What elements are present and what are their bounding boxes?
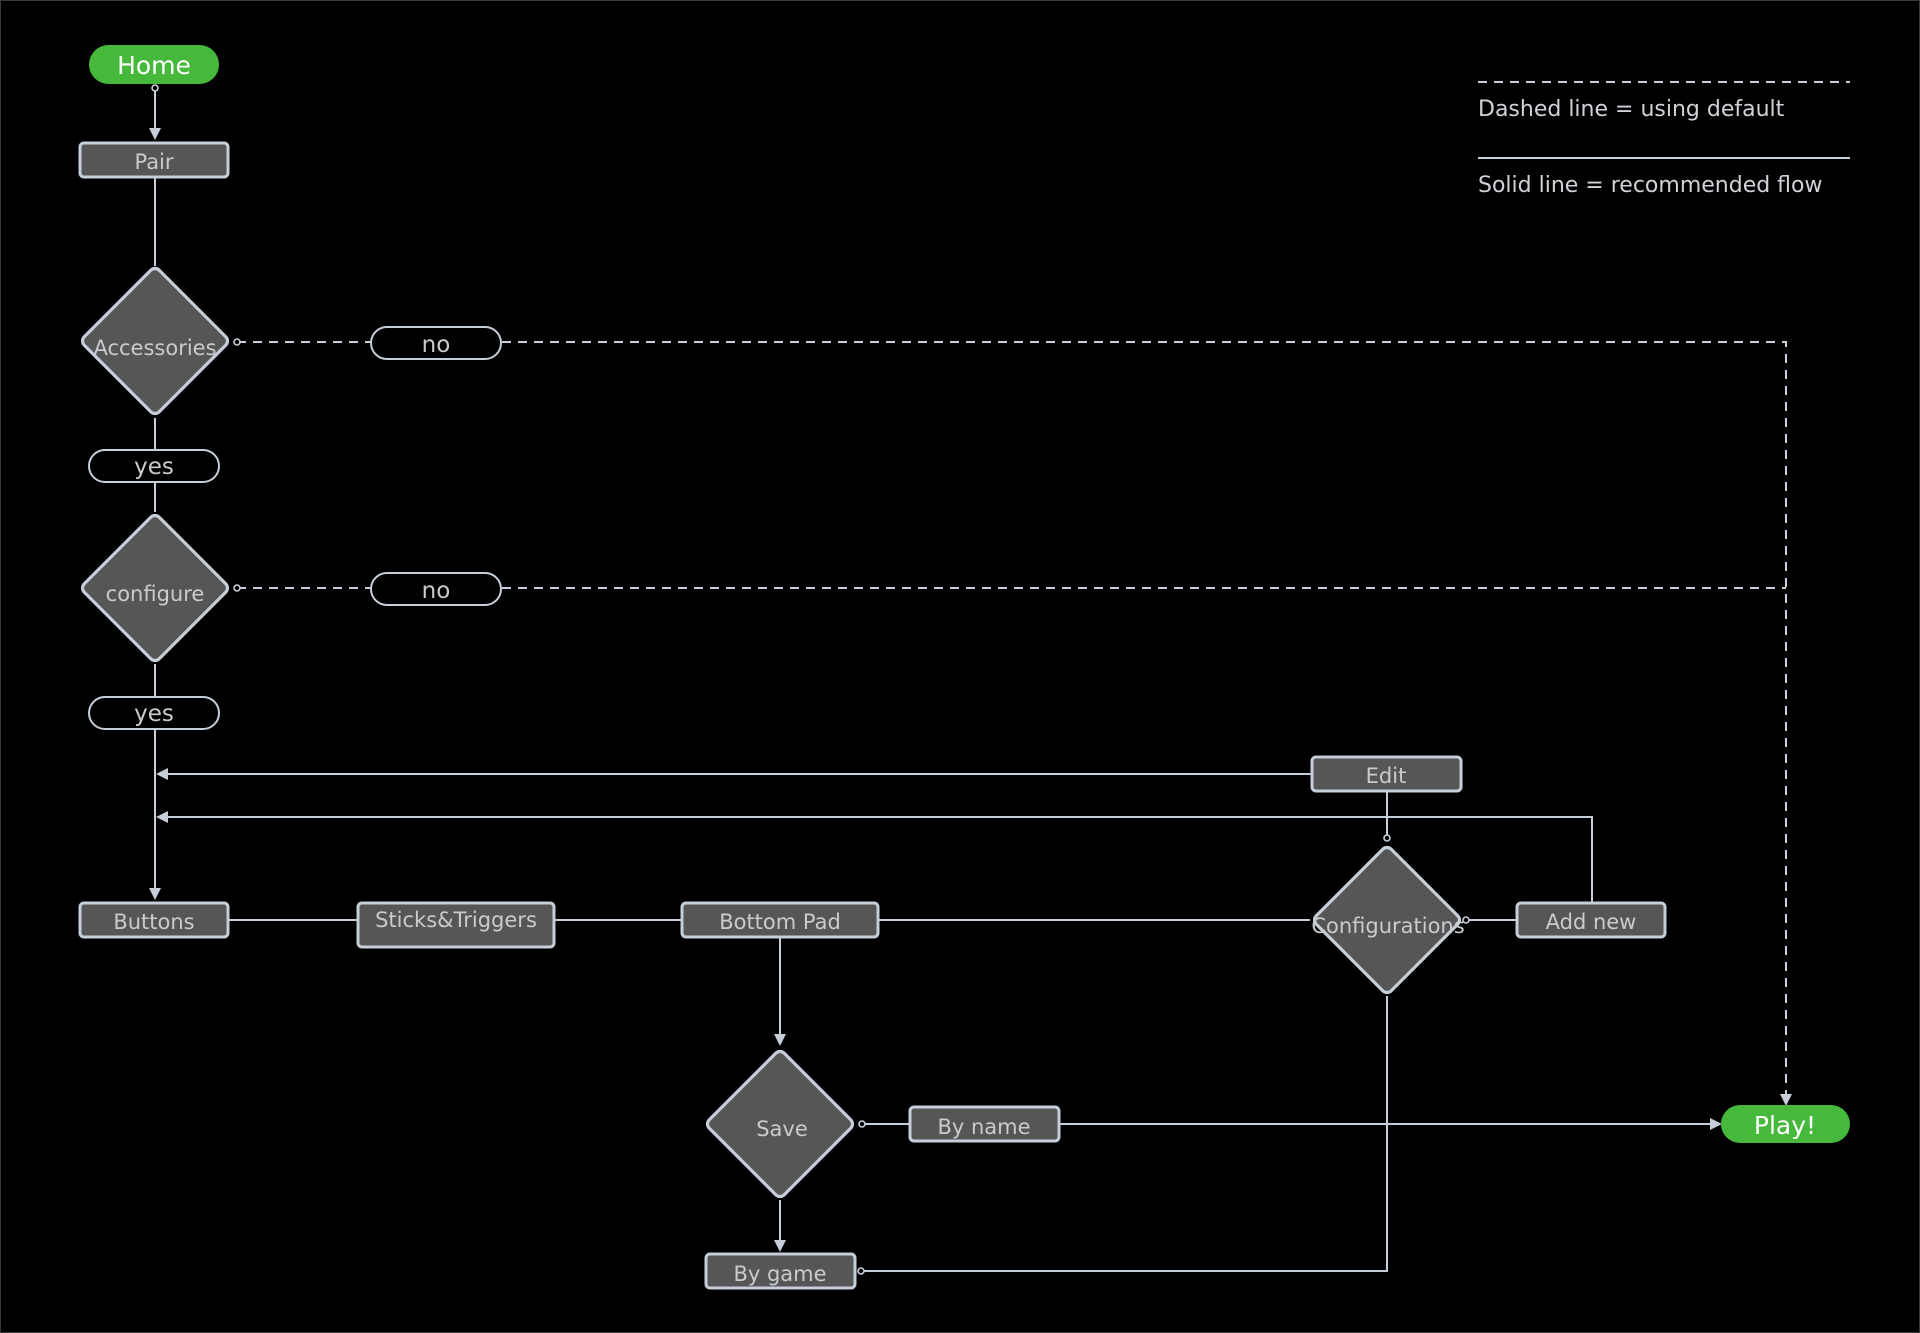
dot-save-right — [858, 1120, 866, 1128]
edge-addnew-buttons — [166, 816, 1593, 902]
edge-configurations-bygame — [861, 996, 1388, 1272]
buttons-box — [78, 901, 230, 939]
sticks-triggers-label: Sticks&Triggers — [375, 908, 537, 932]
no-label-1: no — [422, 332, 451, 358]
node-sticks-triggers: Sticks&Triggers — [356, 901, 556, 949]
add-new-label: Add new — [1546, 910, 1637, 934]
by-name-label: By name — [937, 1115, 1030, 1139]
no-pill-2 — [370, 572, 502, 606]
arrow-bygame — [774, 1240, 786, 1252]
dot-accessories-right — [233, 338, 241, 346]
edge-no-play-1 — [502, 341, 1787, 1095]
bottom-pad-label: Bottom Pad — [719, 910, 841, 934]
legend-dashed-text: Dashed line = using default — [1478, 97, 1785, 122]
home-label: Home — [117, 51, 191, 80]
pair-box — [78, 141, 230, 179]
arrow-home-pair — [149, 128, 161, 140]
play-label: Play! — [1754, 1111, 1816, 1140]
legend-solid-text: Solid line = recommended flow — [1478, 173, 1823, 198]
edge-label-configure-yes: yes — [88, 696, 220, 730]
dot-bygame-right — [857, 1267, 865, 1275]
accessories-label: Accessories — [93, 336, 216, 360]
node-add-new: Add new — [1515, 901, 1667, 939]
by-game-label: By game — [733, 1262, 826, 1286]
arrow-dashed-play — [1780, 1094, 1792, 1106]
save-diamond — [705, 1049, 855, 1199]
dot-configurations-right — [1462, 916, 1470, 924]
no-pill-1 — [370, 326, 502, 360]
buttons-label: Buttons — [113, 910, 194, 934]
by-name-box — [908, 1105, 1061, 1143]
edge-label-accessories-yes: yes — [88, 449, 220, 483]
configurations-label: Configurations — [1311, 914, 1464, 938]
arrow-addnew — [156, 811, 168, 823]
edit-label: Edit — [1366, 764, 1407, 788]
arrow-play — [1710, 1118, 1722, 1130]
yes-pill-2 — [88, 696, 220, 730]
add-new-box — [1515, 901, 1667, 939]
arrow-edit — [156, 768, 168, 780]
dot-configure-right — [233, 584, 241, 592]
legend: Dashed line = using default Solid line =… — [1478, 81, 1850, 198]
configurations-diamond — [1312, 845, 1462, 995]
node-bottom-pad: Bottom Pad — [680, 901, 880, 939]
node-pair: Pair — [78, 141, 230, 179]
configure-diamond — [80, 513, 230, 663]
node-edit: Edit — [1310, 755, 1463, 793]
edge-label-configure-no: no — [370, 572, 502, 606]
node-play: Play! — [1721, 1105, 1850, 1143]
edit-box — [1310, 755, 1463, 793]
home-pill — [89, 45, 219, 84]
yes-label-1: yes — [134, 454, 174, 480]
node-accessories: Accessories — [80, 266, 230, 416]
dot-home — [151, 84, 159, 92]
yes-pill-1 — [88, 449, 220, 483]
edge-label-accessories-no: no — [370, 326, 502, 360]
arrow-buttons — [149, 888, 161, 900]
node-buttons: Buttons — [78, 901, 230, 939]
node-by-name: By name — [908, 1105, 1061, 1143]
node-by-game: By game — [704, 1252, 857, 1290]
dot-configurations-top — [1383, 834, 1391, 842]
node-configurations: Configurations — [1311, 845, 1465, 995]
edges-dashed — [237, 341, 1792, 1106]
sticks-triggers-box — [356, 901, 556, 949]
pair-label: Pair — [134, 150, 173, 174]
yes-label-2: yes — [134, 701, 174, 727]
by-game-box — [704, 1252, 857, 1290]
node-configure: configure — [80, 513, 230, 663]
configure-label: configure — [106, 582, 205, 606]
node-home: Home — [89, 45, 219, 84]
connector-dots — [151, 84, 1470, 1275]
play-pill — [1721, 1105, 1850, 1143]
save-label: Save — [756, 1117, 808, 1141]
accessories-diamond — [80, 266, 230, 416]
no-label-2: no — [422, 578, 451, 604]
node-save: Save — [705, 1049, 855, 1199]
edges-solid — [149, 88, 1722, 1272]
bottom-pad-box — [680, 901, 880, 939]
arrow-save — [774, 1034, 786, 1046]
